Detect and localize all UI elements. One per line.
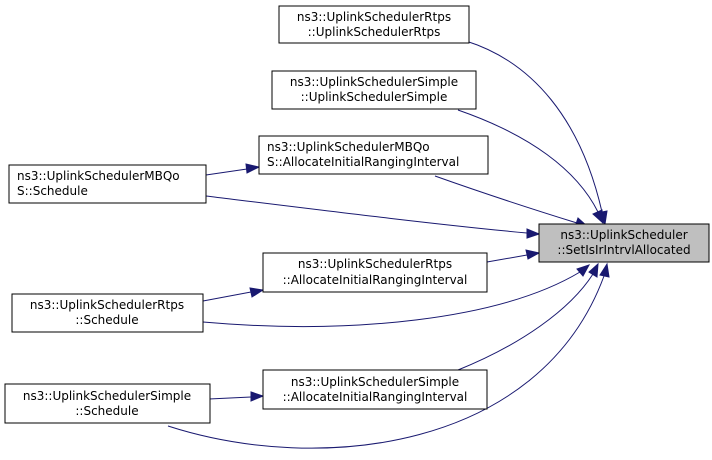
node-mbqos-schedule[interactable]: ns3::UplinkSchedulerMBQo S::Schedule bbox=[8, 164, 207, 204]
edge-simple-alloc-to-target bbox=[457, 273, 594, 371]
node-simple-constructor-line1: ns3::UplinkSchedulerSimple bbox=[290, 75, 458, 89]
edge-rtps-alloc-to-target bbox=[486, 254, 528, 263]
node-rtps-schedule-line1: ns3::UplinkSchedulerRtps bbox=[30, 298, 184, 312]
arrowhead-icon bbox=[526, 228, 541, 239]
node-simple-schedule-line2: ::Schedule bbox=[75, 404, 138, 418]
node-rtps-constructor-line1: ns3::UplinkSchedulerRtps bbox=[297, 10, 451, 24]
edge-mbqos-alloc-to-target bbox=[434, 175, 578, 224]
node-mbqos-allocate[interactable]: ns3::UplinkSchedulerMBQo S::AllocateInit… bbox=[258, 135, 489, 175]
arrowhead-icon bbox=[592, 209, 604, 225]
edge-mbqos-schedule-to-mbqos-alloc bbox=[205, 168, 248, 176]
node-simple-constructor[interactable]: ns3::UplinkSchedulerSimple ::UplinkSched… bbox=[271, 70, 477, 110]
node-simple-schedule-line1: ns3::UplinkSchedulerSimple bbox=[23, 389, 191, 403]
node-rtps-allocate-line2: ::AllocateInitialRangingInterval bbox=[283, 273, 468, 287]
edge-mbqos-schedule-to-target bbox=[205, 195, 528, 234]
node-rtps-schedule[interactable]: ns3::UplinkSchedulerRtps ::Schedule bbox=[11, 293, 204, 333]
node-rtps-allocate-line1: ns3::UplinkSchedulerRtps bbox=[298, 257, 452, 271]
arrowhead-icon bbox=[588, 262, 599, 278]
edge-simple-ctor-to-target bbox=[457, 109, 599, 213]
node-rtps-constructor[interactable]: ns3::UplinkSchedulerRtps ::UplinkSchedul… bbox=[278, 5, 470, 44]
edge-rtps-ctor-to-target bbox=[465, 40, 603, 213]
node-rtps-constructor-line2: ::UplinkSchedulerRtps bbox=[308, 25, 441, 39]
arrowhead-icon bbox=[249, 287, 265, 298]
node-mbqos-schedule-line1: ns3::UplinkSchedulerMBQo bbox=[17, 169, 180, 183]
node-simple-allocate-line1: ns3::UplinkSchedulerSimple bbox=[291, 375, 459, 389]
arrowhead-icon bbox=[250, 391, 265, 402]
arrowhead-icon bbox=[576, 264, 591, 277]
arrowhead-icon bbox=[245, 163, 261, 174]
node-rtps-allocate[interactable]: ns3::UplinkSchedulerRtps ::AllocateIniti… bbox=[262, 252, 488, 293]
node-mbqos-schedule-line2: S::Schedule bbox=[17, 184, 88, 198]
edge-rtps-schedule-to-target bbox=[202, 271, 581, 327]
node-target-line1: ns3::UplinkScheduler bbox=[560, 228, 687, 242]
node-simple-schedule[interactable]: ns3::UplinkSchedulerSimple ::Schedule bbox=[4, 383, 211, 424]
node-simple-allocate-line2: ::AllocateInitialRangingInterval bbox=[283, 390, 468, 404]
node-simple-allocate[interactable]: ns3::UplinkSchedulerSimple ::AllocateIni… bbox=[262, 369, 488, 410]
node-mbqos-allocate-line2: S::AllocateInitialRangingInterval bbox=[267, 155, 459, 169]
node-mbqos-allocate-line1: ns3::UplinkSchedulerMBQo bbox=[267, 140, 430, 154]
node-simple-constructor-line2: ::UplinkSchedulerSimple bbox=[301, 90, 448, 104]
node-target[interactable]: ns3::UplinkScheduler ::SetIsIrIntrvlAllo… bbox=[538, 223, 710, 263]
edge-rtps-schedule-to-rtps-alloc bbox=[202, 291, 252, 302]
arrowhead-icon bbox=[525, 249, 541, 260]
arrowhead-icon bbox=[599, 262, 610, 278]
node-rtps-schedule-line2: ::Schedule bbox=[75, 313, 138, 327]
edges bbox=[167, 40, 610, 449]
edge-simple-schedule-to-simple-alloc bbox=[208, 396, 252, 400]
edge-simple-schedule-to-target bbox=[167, 275, 605, 449]
node-target-line2: ::SetIsIrIntrvlAllocated bbox=[557, 243, 690, 257]
